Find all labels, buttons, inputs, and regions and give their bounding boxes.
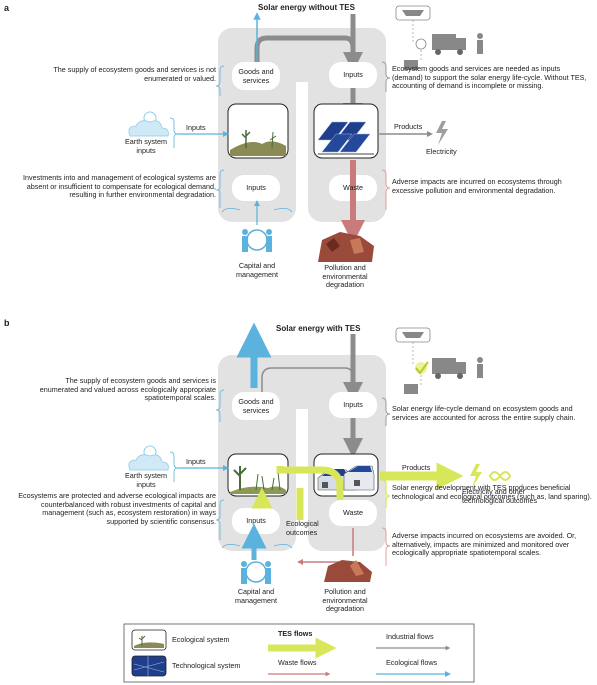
panel-a-bracket-right-bottom bbox=[381, 169, 391, 210]
panel-b-goods-node bbox=[232, 392, 280, 420]
panel-a-bracket-earth bbox=[169, 117, 179, 148]
panel-a-bracket-left-bottom bbox=[215, 169, 225, 208]
legend-tech-label: Technological system bbox=[172, 661, 241, 670]
panel-b-left-top-text: The supply of ecosystem goods and servic… bbox=[39, 376, 216, 403]
panel-a-supply-chain-icon bbox=[395, 5, 483, 70]
legend bbox=[123, 623, 475, 683]
panel-a-inputs-bottom-label: Inputs bbox=[246, 183, 266, 192]
panel-b-inputs-right-label: Inputs bbox=[343, 400, 363, 409]
panel-b-supply-chain-icon bbox=[395, 327, 483, 394]
panel-b-bracket-left-bottom bbox=[215, 499, 225, 540]
panel-a-right-top-text: Ecosystem goods and services are needed … bbox=[392, 64, 587, 91]
panel-b-bracket-right-top bbox=[381, 397, 391, 426]
panel-b-pollution-label: Pollution and environmental degradation bbox=[322, 587, 368, 614]
panel-b-right-bottom-text: Adverse impacts incurred on ecosystems a… bbox=[392, 531, 577, 558]
panel-a-bracket-right-top bbox=[381, 61, 391, 92]
panel-b-waste-node bbox=[329, 500, 377, 526]
panel-a-goods-label: Goods and services bbox=[238, 67, 274, 85]
panel-a-inputs-right-node bbox=[329, 62, 377, 88]
panel-b-infinity-icon bbox=[488, 471, 512, 481]
legend-eco-label: Ecological system bbox=[172, 635, 230, 644]
panel-b-earth-label: Earth system inputs bbox=[125, 471, 167, 489]
panel-a-inputs-right-label: Inputs bbox=[343, 70, 363, 79]
panel-b-inputs-left-label: Inputs bbox=[186, 457, 206, 466]
panel-a-electricity-icon bbox=[436, 121, 448, 145]
panel-b-bracket-capital bbox=[221, 544, 293, 549]
panel-a-electricity-label: Electricity bbox=[426, 147, 457, 156]
panel-b-products-label: Products bbox=[402, 463, 431, 472]
panel-a-inputs-left-label: Inputs bbox=[186, 123, 206, 132]
panel-b-electricity-label: Electricity and other technological outc… bbox=[462, 487, 538, 505]
panel-b-waste-label: Waste bbox=[342, 508, 364, 517]
panel-a-weather-icon bbox=[128, 111, 169, 137]
panel-a-inputs-bottom-node bbox=[232, 175, 280, 201]
panel-a-earth-label: Earth system inputs bbox=[125, 137, 167, 155]
panel-a-capital-label: Capital and management bbox=[236, 261, 278, 279]
panel-a-pollution-image bbox=[318, 232, 374, 262]
panel-b-letter: b bbox=[4, 318, 10, 328]
panel-b-capital-icon bbox=[241, 561, 271, 584]
panel-a-title: Solar energy without TES bbox=[258, 3, 355, 12]
panel-a-capital-icon bbox=[242, 229, 272, 252]
panel-a-products-label: Products bbox=[394, 122, 423, 131]
panel-b-bracket-right-bottom bbox=[381, 527, 391, 566]
panel-b-cactus bbox=[233, 466, 247, 490]
panel-a-left-top-text: The supply of ecosystem goods and servic… bbox=[53, 65, 216, 83]
panel-a-goods-node bbox=[232, 62, 280, 90]
panel-a-left-bottom-text: Investments into and management of ecolo… bbox=[23, 173, 216, 200]
panel-a-right-bottom-text: Adverse impacts are incurred on ecosyste… bbox=[392, 177, 562, 195]
panel-b-tes-eco-outcomes-arrow bbox=[296, 466, 344, 500]
panel-b-inputs-right-node bbox=[329, 392, 377, 418]
legend-tes-label: TES flows bbox=[278, 629, 313, 638]
panel-a-pollution-label: Pollution and environmental degradation bbox=[322, 263, 368, 290]
panel-a-solar-panels bbox=[317, 121, 374, 155]
panel-a-waste-label: Waste bbox=[342, 183, 364, 192]
legend-frame bbox=[123, 623, 475, 683]
panel-a-cactus bbox=[241, 130, 251, 148]
panel-b-bracket-left-top bbox=[215, 389, 225, 422]
panel-b-bracket-earth bbox=[169, 451, 179, 482]
panel-b-inputs-bottom-label: Inputs bbox=[246, 516, 266, 525]
panel-a-bracket-capital bbox=[221, 208, 293, 213]
legend-ecological-label: Ecological flows bbox=[386, 658, 438, 667]
legend-waste-label: Waste flows bbox=[278, 658, 317, 667]
panel-b-graphic bbox=[128, 322, 512, 584]
panel-b-goods-label: Goods and services bbox=[238, 397, 274, 415]
panel-a-letter: a bbox=[4, 3, 10, 13]
panel-a-bracket-left-top bbox=[215, 65, 225, 96]
panel-a-graphic bbox=[128, 5, 483, 262]
panel-b-left-bottom-text: Ecosystems are protected and adverse eco… bbox=[18, 491, 216, 526]
panel-b-capital-label: Capital and management bbox=[235, 587, 277, 605]
panel-b-title: Solar energy with TES bbox=[276, 324, 361, 333]
panel-b-bracket-right-mid bbox=[381, 479, 391, 508]
panel-b-right-top-text: Solar energy life-cycle demand on ecosys… bbox=[392, 404, 576, 422]
panel-b-electricity-icon bbox=[470, 464, 482, 488]
panel-b-weather-icon bbox=[128, 445, 169, 471]
legend-industrial-label: Industrial flows bbox=[386, 632, 434, 641]
panel-b-eco-outcomes-label: Ecological outcomes bbox=[286, 519, 319, 537]
panel-b-pollution-image bbox=[324, 560, 372, 582]
panel-b-right-mid-text: Solar energy development with TES produc… bbox=[392, 483, 592, 501]
